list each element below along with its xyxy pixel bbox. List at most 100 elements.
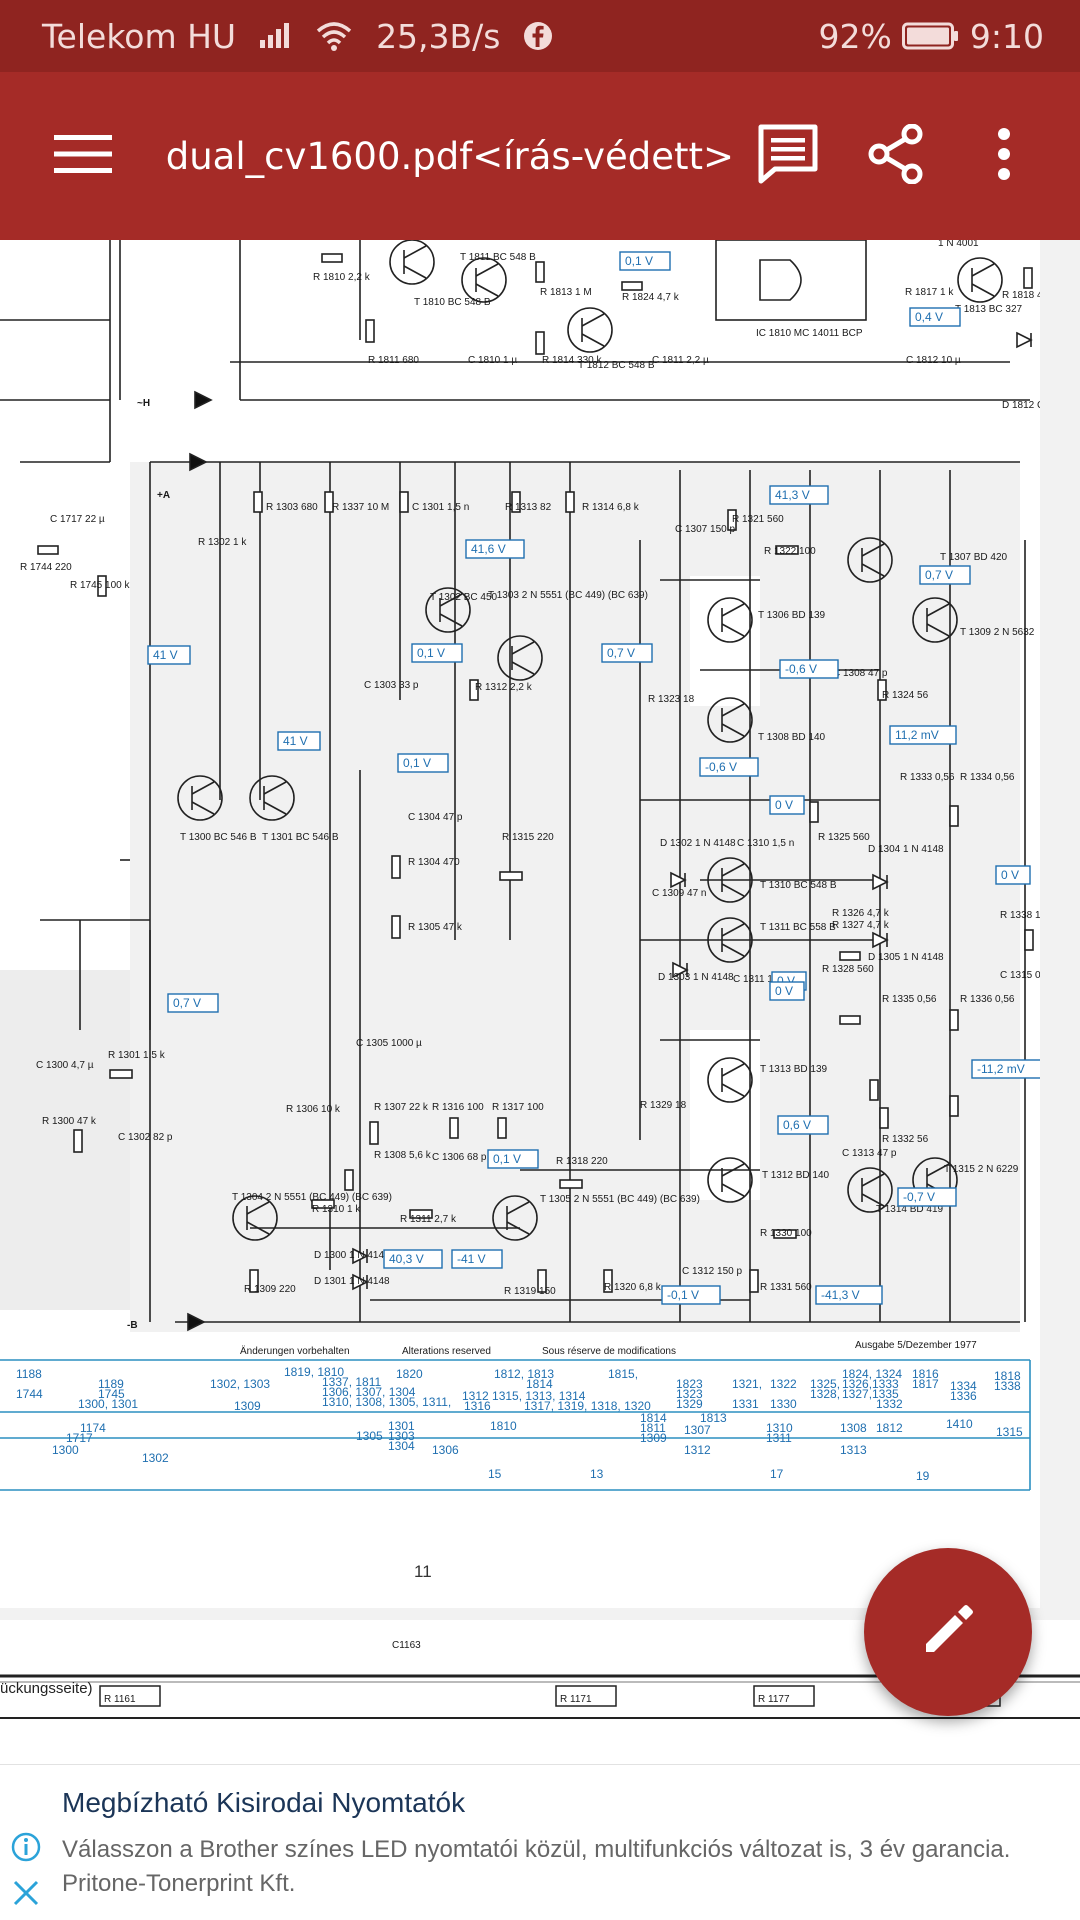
voltage-box xyxy=(995,865,1031,885)
resistor-symbol xyxy=(949,1095,959,1117)
share-button[interactable] xyxy=(842,102,950,210)
resistor-symbol xyxy=(839,1015,861,1025)
component-label: T 1301 BC 546 B xyxy=(262,832,339,843)
table-cell: 1315 xyxy=(996,1425,1023,1439)
diode-symbol xyxy=(872,931,889,949)
resistor-symbol xyxy=(311,1199,335,1209)
rail-label: ~H xyxy=(137,398,150,409)
voltage-label: -0,7 V xyxy=(903,1190,935,1204)
resistor-symbol xyxy=(773,1229,797,1239)
transistor-symbol xyxy=(707,597,753,643)
component-label: T 1307 BD 420 xyxy=(940,552,1008,563)
voltage-label: 41,6 V xyxy=(471,542,506,556)
table-cell: 1328, xyxy=(810,1387,840,1401)
resistor-symbol xyxy=(391,915,401,939)
table-cell: 1311 xyxy=(766,1431,792,1445)
rail-label: +A xyxy=(157,490,170,501)
menu-button[interactable] xyxy=(42,114,124,198)
close-icon[interactable] xyxy=(10,1877,42,1909)
document-title: dual_cv1600.pdf<írás-védett> xyxy=(165,134,734,178)
more-options-button[interactable] xyxy=(950,102,1058,210)
component-label: R 1306 10 k xyxy=(286,1104,341,1115)
voltage-label: 0,1 V xyxy=(403,756,431,770)
component-label: T 1305 2 N 5551 (BC 449) (BC 639) xyxy=(540,1194,700,1205)
voltage-box xyxy=(769,795,805,815)
edit-fab-button[interactable] xyxy=(864,1548,1032,1716)
ad-title[interactable]: Megbízható Kisirodai Nyomtatók xyxy=(62,1787,466,1818)
resistor-symbol xyxy=(97,575,107,597)
component-label: D 1812 CQY 65 xyxy=(1002,400,1040,411)
voltage-label: 0,4 V xyxy=(915,310,943,324)
table-cell: 1817 xyxy=(912,1377,939,1391)
resistor-symbol xyxy=(879,1107,889,1129)
resistor-symbol xyxy=(749,1269,759,1293)
rail-label: -B xyxy=(127,1320,138,1331)
component-label: C 1315 0,1 µ xyxy=(1000,970,1040,981)
diode-symbol xyxy=(670,871,687,889)
data-rate: 25,3B/s xyxy=(376,16,501,56)
table-cell: 1309 xyxy=(234,1399,261,1413)
voltage-label: 0,1 V xyxy=(625,254,653,268)
transistor-symbol xyxy=(232,1195,278,1241)
component-label: R 1302 1 k xyxy=(198,537,247,548)
resistor-symbol xyxy=(603,1269,613,1293)
battery-icon xyxy=(901,22,960,50)
voltage-box xyxy=(919,565,971,585)
table-cell: 1334 xyxy=(950,1379,977,1393)
component-label: R 1322 100 xyxy=(764,546,816,557)
table-cell: 1312 xyxy=(684,1443,711,1457)
component-label: T 1308 BD 140 xyxy=(758,732,826,743)
table-cell: 1745 xyxy=(98,1387,125,1401)
component-label: R 1301 1,5 k xyxy=(108,1050,166,1061)
table-cell: 1810 xyxy=(490,1419,517,1433)
component-label: R 1744 220 xyxy=(20,562,72,573)
table-cell: 13 xyxy=(590,1467,604,1481)
component-label: R 1810 2,2 k xyxy=(313,272,371,283)
component-label: R 1161 xyxy=(104,1694,136,1705)
component-label: C 1307 150 p xyxy=(675,524,735,535)
voltage-label: -0,6 V xyxy=(705,760,737,774)
voltage-label: 40,3 V xyxy=(389,1252,424,1266)
voltage-box xyxy=(909,307,961,327)
table-cell: 1300, 1301 xyxy=(78,1397,138,1411)
voltage-label: 0 V xyxy=(775,798,793,812)
info-icon[interactable] xyxy=(10,1831,42,1863)
component-label: R 1336 0,56 xyxy=(960,994,1015,1005)
comments-button[interactable] xyxy=(734,102,842,210)
table-cell: 17 xyxy=(770,1467,784,1481)
table-cell: 1303 xyxy=(388,1429,415,1443)
table-cell: 1717 xyxy=(66,1431,93,1445)
ad-banner[interactable]: Megbízható Kisirodai Nyomtatók Válasszon… xyxy=(0,1764,1080,1920)
table-cell: 1189 xyxy=(98,1377,124,1391)
ad-description[interactable]: Válasszon a Brother színes LED nyomtatói… xyxy=(62,1836,1011,1897)
transistor-symbol xyxy=(461,257,507,303)
transistor-symbol xyxy=(707,697,753,743)
table-cell: 1812 xyxy=(876,1421,903,1435)
table-cell: 19 xyxy=(916,1469,930,1483)
clock-time: 9:10 xyxy=(969,16,1044,56)
component-label: R 1303 680 xyxy=(266,502,318,513)
table-cell: 1816 xyxy=(912,1367,939,1381)
component-label: C 1717 22 µ xyxy=(50,514,105,525)
transistor-symbol xyxy=(957,257,1003,303)
voltage-label: 41 V xyxy=(283,734,308,748)
diode-symbol xyxy=(672,961,689,979)
component-label: C 1811 2,2 µ xyxy=(652,355,709,366)
table-cell: 1818 xyxy=(994,1369,1021,1383)
component-label: C 1301 1,5 n xyxy=(412,502,469,513)
voltage-box xyxy=(601,643,653,663)
signal-icon xyxy=(258,22,292,50)
table-cell: 1329 xyxy=(676,1397,703,1411)
resistor-symbol xyxy=(37,545,59,555)
table-cell: 1815, xyxy=(608,1367,638,1381)
voltage-box xyxy=(897,1187,957,1207)
facebook-icon xyxy=(523,21,553,51)
transistor-symbol xyxy=(389,240,435,285)
resistor-symbol xyxy=(869,1079,879,1101)
resistor-symbol xyxy=(497,1117,507,1139)
voltage-box xyxy=(769,485,829,505)
table-cell: 1325, xyxy=(810,1377,840,1391)
component-label: C 1303 33 p xyxy=(364,680,419,691)
